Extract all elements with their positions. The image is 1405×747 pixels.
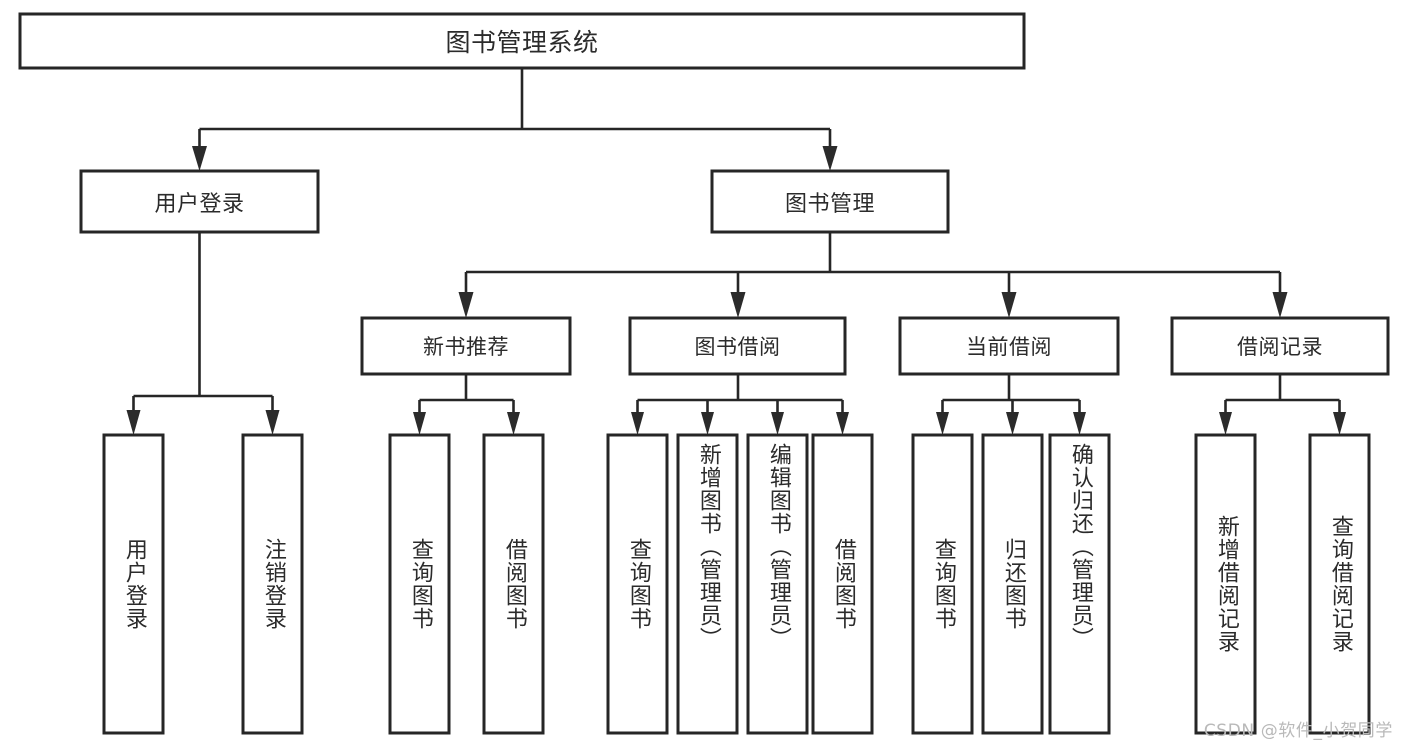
arrowhead-leaf-add-book	[701, 412, 714, 435]
node-box-book-borrow[interactable]	[628, 316, 847, 376]
node-box-book-manage[interactable]	[710, 169, 950, 234]
connector-group-book-borrow	[631, 374, 849, 435]
arrowhead-leaf-edit-book	[771, 412, 784, 435]
node-box-leaf-add-book[interactable]	[676, 433, 739, 735]
arrowhead-current-borrow	[1001, 292, 1017, 318]
node-box-leaf-query-book-2[interactable]	[606, 433, 669, 735]
node-box-new-book-rec[interactable]	[360, 316, 572, 376]
connector-group-book-manage	[458, 232, 1288, 318]
connector-group-user-login	[126, 232, 280, 435]
arrowhead-leaf-logout	[265, 410, 280, 435]
arrowhead-user-login	[192, 146, 207, 171]
node-box-leaf-add-record[interactable]	[1194, 433, 1257, 735]
node-box-leaf-return-book[interactable]	[981, 433, 1044, 735]
arrowhead-leaf-confirm-return	[1073, 412, 1086, 435]
arrowhead-leaf-query-book-3	[936, 412, 949, 435]
arrowhead-leaf-return-book	[1006, 412, 1019, 435]
node-box-borrow-record[interactable]	[1170, 316, 1390, 376]
arrowhead-leaf-query-book-1	[413, 412, 426, 435]
arrowhead-leaf-add-record	[1219, 412, 1232, 435]
node-box-leaf-borrow-book-2[interactable]	[811, 433, 874, 735]
node-box-root[interactable]	[18, 12, 1026, 70]
arrowhead-book-manage	[822, 146, 838, 171]
arrowhead-leaf-query-record	[1333, 412, 1346, 435]
node-box-leaf-borrow-book-1[interactable]	[482, 433, 545, 735]
connector-group-borrow-record	[1219, 374, 1346, 435]
node-box-user-login[interactable]	[79, 169, 320, 234]
connector-group-current-borrow	[936, 374, 1086, 435]
node-box-leaf-query-book-1[interactable]	[388, 433, 451, 735]
arrowhead-borrow-record	[1272, 292, 1288, 318]
node-box-leaf-edit-book[interactable]	[746, 433, 809, 735]
arrowhead-leaf-query-book-2	[631, 412, 644, 435]
arrowhead-leaf-user-login	[126, 410, 141, 435]
node-box-leaf-query-record[interactable]	[1308, 433, 1371, 735]
arrowhead-leaf-borrow-book-2	[836, 412, 849, 435]
node-box-leaf-confirm-return[interactable]	[1048, 433, 1111, 735]
arrowhead-new-book-rec	[458, 292, 474, 318]
node-box-current-borrow[interactable]	[898, 316, 1120, 376]
arrowhead-leaf-borrow-book-1	[507, 412, 520, 435]
arrowhead-book-borrow	[730, 292, 746, 318]
connector-group-root	[192, 68, 838, 171]
connector-group-new-book-rec	[413, 374, 520, 435]
node-box-leaf-user-login[interactable]	[102, 433, 165, 735]
node-box-leaf-logout[interactable]	[241, 433, 304, 735]
node-box-leaf-query-book-3[interactable]	[911, 433, 974, 735]
